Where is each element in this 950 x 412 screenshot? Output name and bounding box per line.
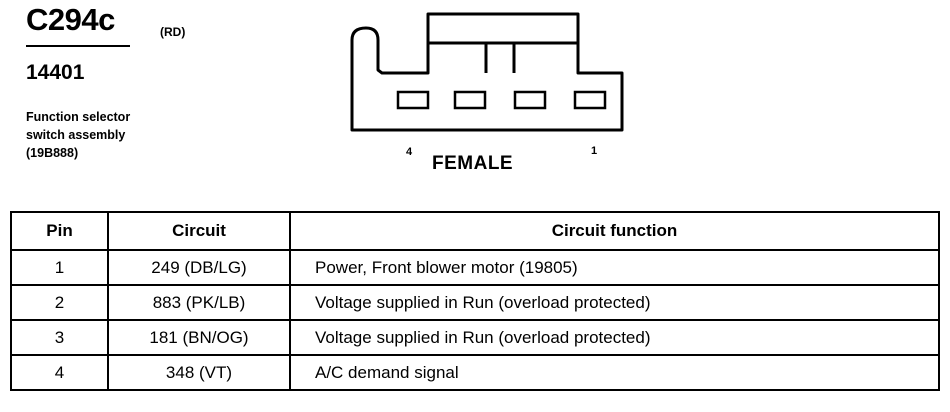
connector-face-diagram — [350, 12, 624, 132]
pin-cavity-1 — [573, 90, 607, 110]
description-line: Function selector — [26, 110, 131, 124]
description-line: (19B888) — [26, 146, 79, 160]
component-description: Function selector switch assembly (19B88… — [26, 108, 196, 162]
header-circuit-function: Circuit function — [289, 211, 940, 251]
pin-number-label-left: 4 — [406, 146, 413, 158]
pin-cavity-3 — [453, 90, 487, 110]
cell-circuit-function: A/C demand signal — [289, 354, 940, 391]
connector-id: C294c — [26, 2, 115, 37]
pin-cavity-2 — [513, 90, 547, 110]
pinout-table: Pin Circuit Circuit function 1 249 (DB/L… — [10, 211, 940, 391]
part-number: 14401 — [26, 61, 85, 84]
table-row: 4 348 (VT) A/C demand signal — [10, 354, 940, 391]
connector-housing-outline — [350, 12, 624, 132]
table-header-row: Pin Circuit Circuit function — [10, 211, 940, 251]
cell-circuit-function: Voltage supplied in Run (overload protec… — [289, 319, 940, 356]
cell-pin: 2 — [10, 284, 109, 321]
cell-circuit: 348 (VT) — [107, 354, 291, 391]
cell-pin: 4 — [10, 354, 109, 391]
cell-pin: 3 — [10, 319, 109, 356]
description-line: switch assembly — [26, 128, 126, 142]
connector-gender-label: FEMALE — [432, 153, 514, 174]
pin-number-label-right: 1 — [591, 145, 598, 157]
pin-cavity-4 — [396, 90, 430, 110]
table-row: 1 249 (DB/LG) Power, Front blower motor … — [10, 249, 940, 286]
cell-circuit-function: Voltage supplied in Run (overload protec… — [289, 284, 940, 321]
header-pin: Pin — [10, 211, 109, 251]
table-row: 3 181 (BN/OG) Voltage supplied in Run (o… — [10, 319, 940, 356]
cell-circuit-function: Power, Front blower motor (19805) — [289, 249, 940, 286]
header-circuit: Circuit — [107, 211, 291, 251]
cell-circuit: 181 (BN/OG) — [107, 319, 291, 356]
connector-color: (RD) — [160, 25, 186, 39]
table-row: 2 883 (PK/LB) Voltage supplied in Run (o… — [10, 284, 940, 321]
connector-id-underline — [26, 45, 130, 47]
cell-circuit: 249 (DB/LG) — [107, 249, 291, 286]
cell-pin: 1 — [10, 249, 109, 286]
cell-circuit: 883 (PK/LB) — [107, 284, 291, 321]
